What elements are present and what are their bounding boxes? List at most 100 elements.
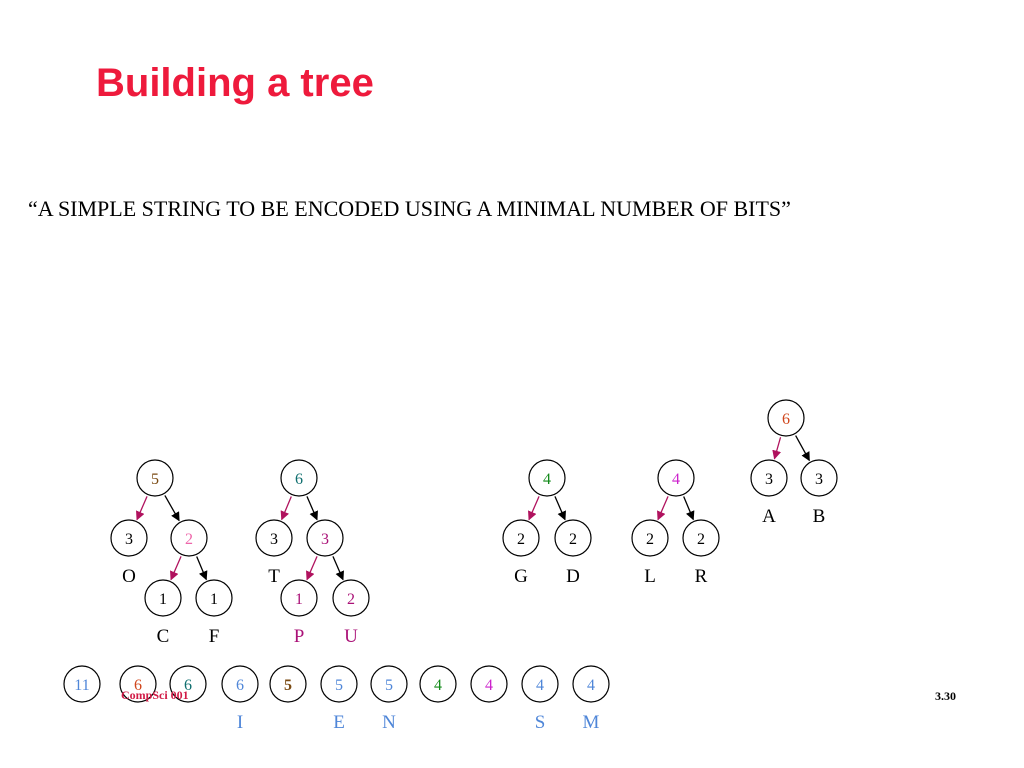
- node-count: 3: [815, 471, 823, 488]
- node-circle: [554, 519, 592, 557]
- node-count: 6: [134, 677, 142, 694]
- node-count: 5: [385, 677, 393, 694]
- node-circle: [502, 519, 540, 557]
- node-circle: [255, 519, 293, 557]
- node-count: 4: [672, 471, 680, 488]
- node-letter: P: [294, 626, 305, 647]
- tree-edge-a_root-to-b_node: [795, 435, 810, 462]
- node-count: 1: [210, 591, 218, 608]
- node-count: 3: [270, 531, 278, 548]
- tree-node-t_root: 6: [280, 459, 318, 497]
- tree-node-o_root: 5: [136, 459, 174, 497]
- node-circle: [682, 519, 720, 557]
- node-letter: I: [237, 712, 243, 733]
- tree-node-g_root: 4: [528, 459, 566, 497]
- quoted-string: “A SIMPLE STRING TO BE ENCODED USING A M…: [28, 196, 791, 221]
- tree-node-q4: 6I: [221, 665, 259, 733]
- node-circle: [280, 459, 318, 497]
- node-circle: [63, 665, 101, 703]
- node-circle: [119, 665, 157, 703]
- tree-node-d_node: 2D: [554, 519, 592, 587]
- node-circle: [170, 519, 208, 557]
- node-circle: [767, 399, 805, 437]
- node-count: 1: [295, 591, 303, 608]
- node-count: 6: [184, 677, 192, 694]
- tree-edge-o_right-to-f_node: [196, 556, 208, 581]
- tree-node-o_right: 2: [170, 519, 208, 557]
- node-circle: [419, 665, 457, 703]
- node-circle: [306, 519, 344, 557]
- node-count: 6: [295, 471, 303, 488]
- node-letter: F: [209, 626, 220, 647]
- tree-node-a_root: 6: [767, 399, 805, 437]
- tree-edge-t_right-to-u_node: [332, 556, 344, 581]
- node-circle: [144, 579, 182, 617]
- tree-edge-l_root-to-r_node: [683, 496, 695, 521]
- node-letter: M: [583, 712, 600, 733]
- node-circle: [800, 459, 838, 497]
- node-letter: O: [122, 566, 136, 587]
- node-letter: R: [695, 566, 708, 587]
- tree-edge-t_right-to-p_node: [306, 556, 318, 581]
- tree-node-q1: 11: [63, 665, 101, 703]
- tree-node-q2: 6: [119, 665, 157, 703]
- node-letter: N: [382, 712, 396, 733]
- node-letter: L: [644, 566, 656, 587]
- node-circle: [750, 459, 788, 497]
- tree-node-q10: 4S: [521, 665, 559, 733]
- tree-node-q3: 6: [169, 665, 207, 703]
- tree-node-c_node: 1C: [144, 579, 182, 647]
- tree-edge-o_right-to-c_node: [170, 556, 182, 581]
- node-count: 3: [125, 531, 133, 548]
- slide-number: 3.30: [935, 689, 956, 703]
- tree-edge-t_root-to-t_right: [306, 496, 318, 521]
- tree-edge-o_root-to-o_left: [136, 496, 148, 521]
- tree-node-q5: 5: [269, 665, 307, 703]
- tree-edge-t_root-to-t_left: [280, 496, 292, 521]
- node-circle: [332, 579, 370, 617]
- node-letter: G: [514, 566, 528, 587]
- node-circle: [195, 579, 233, 617]
- slide-title: Building a tree: [96, 61, 374, 105]
- tree-edge-l_root-to-l_node: [657, 496, 669, 521]
- node-count: 4: [587, 677, 595, 694]
- node-letter: E: [333, 712, 345, 733]
- node-letter: C: [157, 626, 170, 647]
- node-count: 3: [321, 531, 329, 548]
- node-count: 6: [782, 411, 790, 428]
- node-count: 5: [335, 677, 343, 694]
- tree-node-p_node: 1P: [280, 579, 318, 647]
- tree-node-q11: 4M: [572, 665, 610, 733]
- node-circle: [280, 579, 318, 617]
- node-letter: D: [566, 566, 580, 587]
- node-circle: [572, 665, 610, 703]
- tree-node-q9: 4: [470, 665, 508, 703]
- node-circle: [631, 519, 669, 557]
- node-count: 4: [434, 677, 442, 694]
- node-count: 2: [646, 531, 654, 548]
- tree-node-t_right: 3: [306, 519, 344, 557]
- node-count: 4: [536, 677, 544, 694]
- node-circle: [221, 665, 259, 703]
- node-circle: [470, 665, 508, 703]
- tree-edges: [136, 435, 810, 581]
- node-count: 2: [517, 531, 525, 548]
- tree-node-l_node: 2L: [631, 519, 669, 587]
- node-letter: U: [344, 626, 358, 647]
- node-count: 1: [159, 591, 167, 608]
- node-letter: S: [535, 712, 546, 733]
- node-count: 2: [347, 591, 355, 608]
- tree-node-r_node: 2R: [682, 519, 720, 587]
- tree-edge-g_root-to-d_node: [554, 496, 566, 521]
- node-circle: [269, 665, 307, 703]
- tree-edge-a_root-to-a_node: [772, 437, 782, 460]
- tree-node-u_node: 2U: [332, 579, 370, 647]
- node-circle: [110, 519, 148, 557]
- tree-edge-o_root-to-o_right: [164, 495, 180, 522]
- node-circle: [370, 665, 408, 703]
- tree-node-f_node: 1F: [195, 579, 233, 647]
- node-count: 11: [74, 677, 89, 694]
- node-count: 4: [485, 677, 493, 694]
